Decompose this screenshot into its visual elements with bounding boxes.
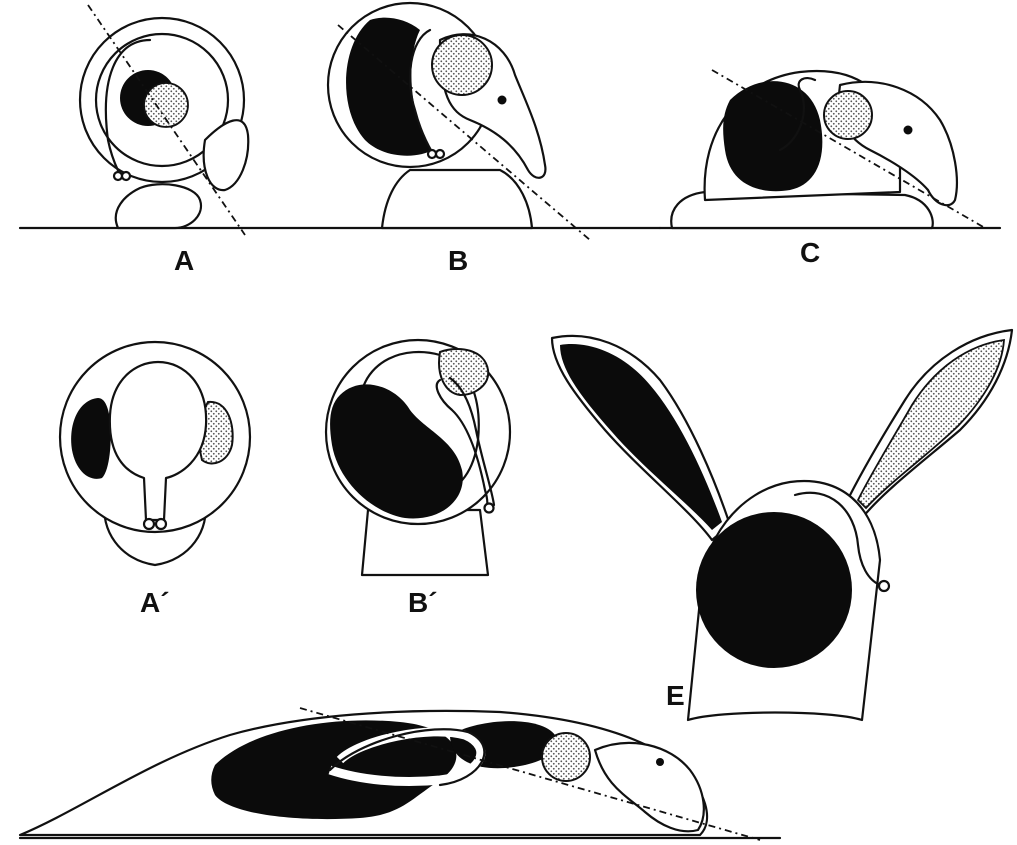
panel-e-right-lobe-stipple <box>858 340 1004 508</box>
panel-b-stippled-organ <box>432 35 492 95</box>
panel-e-drawing <box>552 330 1012 720</box>
panel-b-drawing <box>328 3 590 240</box>
label-a: A <box>174 245 194 276</box>
panel-b-prime-drawing <box>326 340 510 575</box>
panel-a-foot <box>116 184 201 228</box>
panel-a-duct-opening <box>114 172 122 180</box>
panel-b-eye <box>498 96 507 105</box>
panel-elongated-stippled-organ <box>542 733 590 781</box>
panel-elongated-drawing <box>20 708 780 840</box>
panel-c-eye <box>904 126 913 135</box>
panel-elongated-eye <box>656 758 664 766</box>
panel-e-duct-opening <box>879 581 889 591</box>
panel-b-prime-stippled-organ <box>439 349 488 395</box>
label-e: E <box>666 680 685 711</box>
panel-e-black-mass <box>696 512 852 668</box>
label-b: B <box>448 245 468 276</box>
label-c: C <box>800 237 820 268</box>
panel-c-drawing <box>660 70 1000 228</box>
label-a-prime: A´ <box>140 587 170 618</box>
label-b-prime: B´ <box>408 587 438 618</box>
panel-a-prime-drawing <box>60 342 250 565</box>
panel-b-foot <box>382 170 532 228</box>
panel-c-stippled-organ <box>824 91 872 139</box>
panel-c-black-mass <box>723 81 822 191</box>
